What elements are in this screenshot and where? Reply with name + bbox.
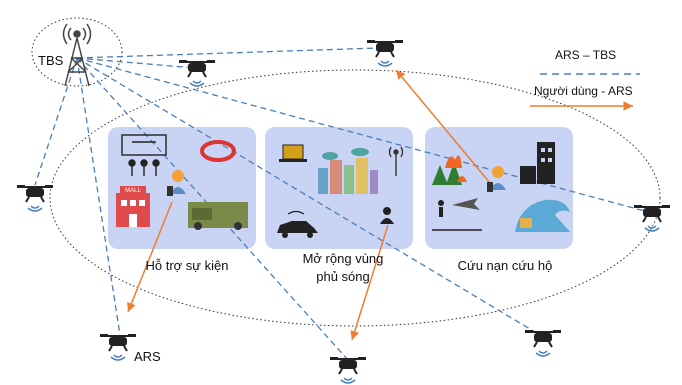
tbs-coverage-ellipse: [31, 17, 123, 87]
military-icon: [188, 202, 248, 230]
drone-icon: [16, 184, 54, 212]
ars-label: ARS: [134, 349, 161, 364]
user-phone-icon: [167, 170, 186, 196]
tbs-label: TBS: [38, 53, 64, 68]
drone-icon: [329, 356, 367, 384]
drone-icon: [524, 329, 562, 357]
panel-caption-rescue: Cứu nạn cứu hộ: [457, 258, 553, 273]
stage-crowd-icon: [121, 134, 167, 176]
svg-text:MALL: MALL: [125, 188, 141, 194]
plane-crash-icon: [432, 198, 482, 231]
wildfire-icon: [432, 155, 467, 185]
collapsed-building-icon: [520, 142, 555, 184]
panel-caption-coverage-extension: Mở rộng vùng phủ sóng: [268, 250, 418, 286]
tsunami-icon: [515, 199, 570, 232]
legend-label-user-ars: Người dùng - ARS: [534, 84, 633, 98]
drone-icon: [178, 59, 216, 87]
service-area-ellipse: [49, 69, 661, 327]
legend-label-ars-tbs: ARS – TBS: [555, 48, 617, 62]
city-icon: [318, 148, 378, 194]
person-icon: [380, 207, 394, 224]
drone-icon: [633, 204, 671, 232]
cell-tower-icon: [388, 146, 404, 176]
tbs-tower-icon: [62, 23, 92, 87]
caption-line: Mở rộng vùng: [302, 251, 384, 266]
drone-icon: [99, 333, 137, 361]
laptop-icon: [279, 144, 307, 162]
drone-icon: [366, 39, 404, 67]
user-phone-icon: [487, 166, 506, 192]
panel-caption-event-support: Hỗ trợ sự kiện: [145, 258, 229, 273]
caption-line: phủ sóng: [316, 269, 370, 284]
stadium-icon: [200, 140, 236, 162]
car-icon: [277, 210, 318, 238]
mall-icon: MALL: [116, 186, 150, 227]
user-ars-links: [127, 69, 491, 341]
